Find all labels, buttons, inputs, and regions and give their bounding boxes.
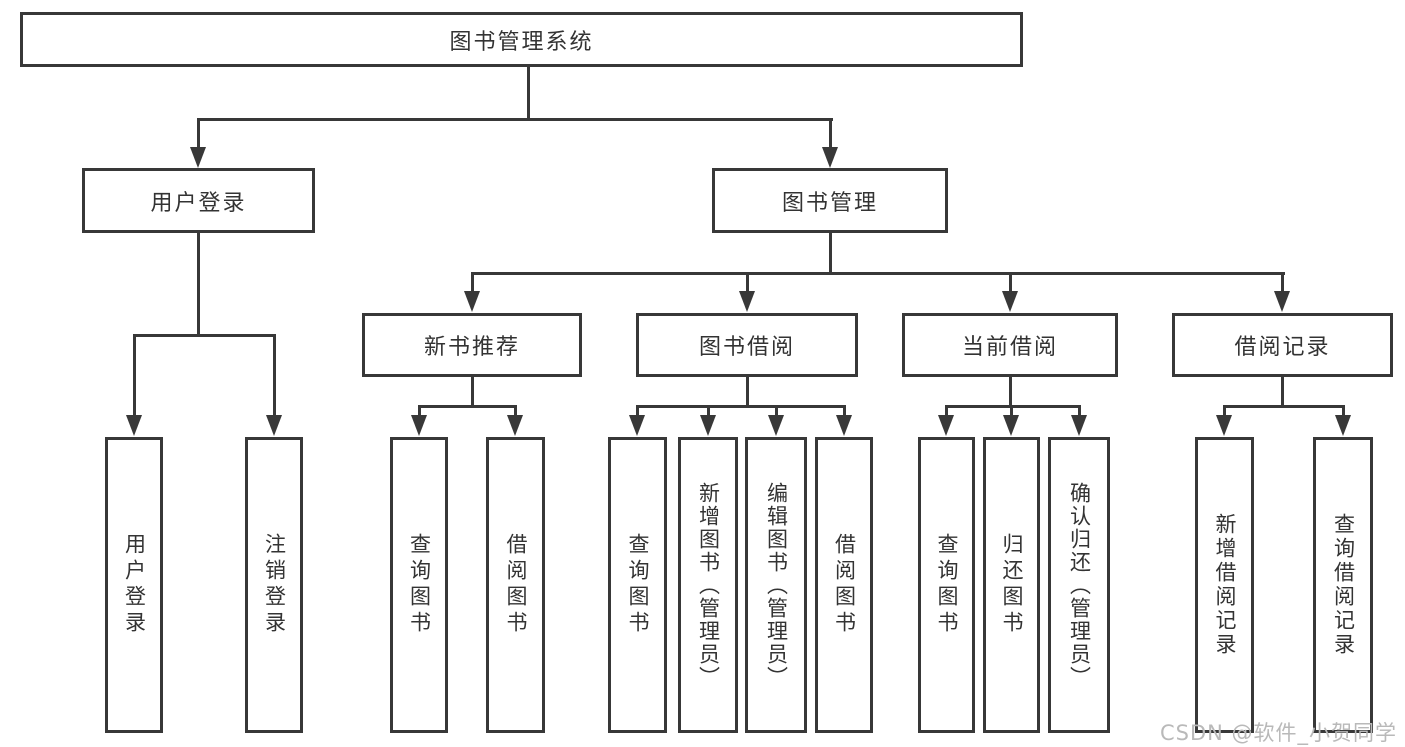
- arrow-down-icon: [1216, 415, 1232, 436]
- connector-line: [1281, 272, 1284, 295]
- leaf-add-book-admin: 新增图书（管理员）: [678, 437, 738, 733]
- connector-line: [1342, 405, 1345, 417]
- connector-line: [418, 405, 421, 417]
- connector-line: [527, 67, 530, 119]
- connector-line: [1078, 405, 1081, 417]
- node-book-borrow-label: 图书借阅: [698, 335, 795, 360]
- connector-line: [945, 405, 948, 417]
- connector-line: [133, 334, 276, 337]
- connector-line: [1223, 405, 1345, 408]
- arrow-down-icon: [266, 415, 282, 436]
- arrow-down-icon: [190, 147, 206, 168]
- arrow-down-icon: [700, 415, 716, 436]
- leaf-user-login: 用户登录: [105, 437, 163, 733]
- node-user-login-label: 用户登录: [150, 190, 247, 216]
- leaf-query-borrow-record-label: 查询借阅记录: [1331, 513, 1356, 657]
- connector-line: [1010, 405, 1013, 417]
- node-current-borrow: 当前借阅: [902, 313, 1118, 377]
- connector-line: [843, 405, 846, 417]
- arrow-down-icon: [836, 415, 852, 436]
- node-book-management-label: 图书管理: [781, 190, 878, 216]
- connector-line: [197, 118, 200, 150]
- connector-line: [829, 118, 832, 150]
- arrow-down-icon: [126, 415, 142, 436]
- leaf-recommend-borrow-book-label: 借阅图书: [504, 533, 528, 637]
- node-root-label: 图书管理系统: [449, 29, 594, 55]
- node-new-book-recommend-label: 新书推荐: [423, 335, 520, 360]
- arrow-down-icon: [507, 415, 523, 436]
- leaf-recommend-borrow-book: 借阅图书: [486, 437, 545, 733]
- leaf-current-query-book: 查询图书: [918, 437, 975, 733]
- arrow-down-icon: [1335, 415, 1351, 436]
- connector-line: [418, 405, 517, 408]
- connector-line: [471, 272, 474, 295]
- leaf-confirm-return-admin-label: 确认归还（管理员）: [1067, 481, 1092, 689]
- leaf-return-book: 归还图书: [983, 437, 1040, 733]
- node-current-borrow-label: 当前借阅: [961, 335, 1058, 360]
- leaf-edit-book-admin-label: 编辑图书（管理员）: [764, 481, 789, 689]
- arrow-down-icon: [739, 291, 755, 312]
- leaf-recommend-query-book-label: 查询图书: [407, 533, 432, 637]
- node-root: 图书管理系统: [20, 12, 1023, 67]
- arrow-down-icon: [1274, 291, 1290, 312]
- leaf-user-login-label: 用户登录: [122, 533, 147, 637]
- connector-line: [471, 272, 1285, 275]
- node-book-borrow: 图书借阅: [636, 313, 858, 377]
- connector-line: [273, 334, 276, 417]
- connector-line: [707, 405, 710, 417]
- leaf-edit-book-admin: 编辑图书（管理员）: [745, 437, 807, 733]
- leaf-borrow-query-book: 查询图书: [608, 437, 667, 733]
- node-user-login: 用户登录: [82, 168, 315, 233]
- node-borrow-records-label: 借阅记录: [1234, 335, 1331, 360]
- connector-line: [746, 377, 749, 406]
- arrow-down-icon: [1071, 415, 1087, 436]
- arrow-down-icon: [822, 147, 838, 168]
- leaf-borrow-query-book-label: 查询图书: [626, 533, 650, 637]
- leaf-return-book-label: 归还图书: [1000, 533, 1024, 637]
- connector-line: [1009, 272, 1012, 295]
- leaf-add-book-admin-label: 新增图书（管理员）: [696, 481, 721, 689]
- connector-line: [471, 377, 474, 406]
- connector-line: [775, 405, 778, 417]
- connector-line: [1281, 377, 1284, 406]
- arrow-down-icon: [938, 415, 954, 436]
- leaf-query-borrow-record: 查询借阅记录: [1313, 437, 1373, 733]
- watermark-text: CSDN @软件_小贺同学: [1160, 721, 1398, 745]
- leaf-borrow-book-label: 借阅图书: [832, 533, 857, 637]
- leaf-logout-label: 注销登录: [262, 533, 287, 637]
- node-new-book-recommend: 新书推荐: [362, 313, 582, 377]
- leaf-borrow-book: 借阅图书: [815, 437, 873, 733]
- arrow-down-icon: [629, 415, 645, 436]
- leaf-confirm-return-admin: 确认归还（管理员）: [1048, 437, 1110, 733]
- node-book-management: 图书管理: [712, 168, 948, 233]
- connector-line: [746, 272, 749, 295]
- leaf-logout: 注销登录: [245, 437, 303, 733]
- connector-line: [514, 405, 517, 417]
- connector-line: [133, 334, 136, 417]
- arrow-down-icon: [464, 291, 480, 312]
- connector-line: [636, 405, 846, 408]
- arrow-down-icon: [411, 415, 427, 436]
- leaf-add-borrow-record-label: 新增借阅记录: [1213, 513, 1237, 657]
- connector-line: [945, 405, 1081, 408]
- connector-line: [1223, 405, 1226, 417]
- arrow-down-icon: [768, 415, 784, 436]
- connector-line: [197, 233, 200, 335]
- connector-line: [636, 405, 639, 417]
- connector-line: [1009, 377, 1012, 406]
- leaf-current-query-book-label: 查询图书: [935, 533, 959, 637]
- connector-line: [197, 118, 833, 121]
- leaf-add-borrow-record: 新增借阅记录: [1195, 437, 1254, 733]
- connector-line: [829, 233, 832, 273]
- arrow-down-icon: [1003, 415, 1019, 436]
- leaf-recommend-query-book: 查询图书: [390, 437, 448, 733]
- arrow-down-icon: [1002, 291, 1018, 312]
- node-borrow-records: 借阅记录: [1172, 313, 1393, 377]
